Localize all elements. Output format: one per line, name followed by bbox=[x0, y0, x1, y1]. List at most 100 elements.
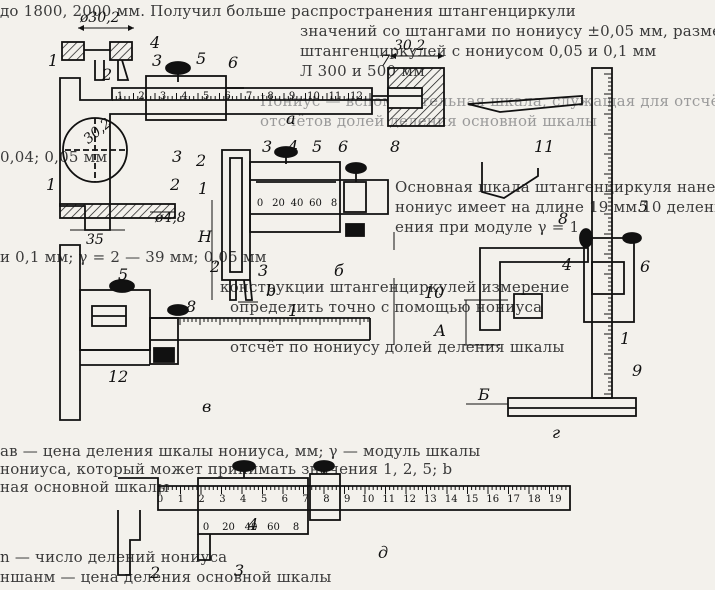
scale-number: 17 bbox=[507, 494, 520, 505]
slider-block bbox=[79, 289, 151, 351]
text-line: ав — цена деления шкалы нониуса, мм; γ —… bbox=[0, 442, 481, 460]
fine-adjust-block bbox=[309, 473, 341, 521]
scale-number: 19 bbox=[549, 494, 562, 505]
dim-label: 30,2 bbox=[394, 38, 425, 54]
text-line: ения при модуле γ = 1 bbox=[395, 218, 580, 236]
figure-v bbox=[59, 244, 371, 421]
part-number: 4 bbox=[247, 515, 258, 534]
part-number: 1 bbox=[48, 51, 58, 70]
dimension-letter: А bbox=[433, 321, 446, 340]
beam bbox=[118, 477, 571, 511]
part-number: 8 bbox=[558, 209, 568, 228]
scale-number: 10 bbox=[307, 91, 320, 102]
fine-adjust-block bbox=[343, 181, 367, 213]
dim-label: ø4,8 bbox=[154, 210, 186, 226]
scale-number: 20 bbox=[272, 198, 285, 209]
part-number: 1 bbox=[46, 175, 56, 194]
gauge-base bbox=[507, 397, 637, 417]
figure-letter: б bbox=[334, 261, 344, 280]
part-number: 3 bbox=[152, 51, 162, 70]
micro-feed-wheel bbox=[345, 223, 365, 237]
part-number: 12 bbox=[108, 367, 128, 386]
part-number: 2 bbox=[209, 257, 220, 276]
indicator-clamp bbox=[513, 293, 543, 319]
part-number: 4 bbox=[561, 255, 572, 274]
scale-number: 14 bbox=[445, 494, 458, 505]
scale-number: 12 bbox=[403, 494, 416, 505]
lock-screw-icon bbox=[313, 460, 335, 472]
hatched-block bbox=[109, 41, 133, 61]
lock-screw-icon bbox=[579, 228, 593, 248]
part-number: 5 bbox=[638, 197, 648, 216]
part-number: 1 bbox=[198, 179, 208, 198]
main-scale-v bbox=[179, 318, 369, 325]
scale-number: 16 bbox=[486, 494, 499, 505]
text-line: ная основной шкалы bbox=[0, 478, 170, 496]
vernier-scale-b: 0 20 40 60 8 bbox=[257, 198, 337, 209]
part-number: 1 bbox=[620, 329, 630, 348]
height-gauge-scale bbox=[604, 73, 612, 395]
lock-screw-icon bbox=[345, 162, 367, 174]
part-number: 8 bbox=[186, 297, 196, 316]
part-number: 1 bbox=[288, 301, 298, 320]
part-number: 9 bbox=[632, 361, 642, 380]
part-number: 3 bbox=[234, 561, 244, 580]
part-number: 3 bbox=[172, 147, 182, 166]
scale-number: 2 bbox=[138, 91, 144, 102]
hatched-plate bbox=[59, 203, 176, 219]
scale-number: 0 bbox=[203, 522, 209, 533]
lock-screw-icon bbox=[232, 460, 256, 472]
part-number: 5 bbox=[118, 265, 128, 284]
scale-number: 7 bbox=[302, 494, 308, 505]
part-number: 5 bbox=[312, 137, 322, 156]
lock-screw-icon bbox=[622, 232, 642, 244]
part-number: 2 bbox=[149, 563, 160, 582]
scale-number: 7 bbox=[246, 91, 252, 102]
scale-number: 5 bbox=[261, 494, 267, 505]
part-number: 2 bbox=[195, 151, 206, 170]
text-line: определить точно с помощью нониуса bbox=[230, 298, 543, 316]
part-number: 6 bbox=[640, 257, 650, 276]
figure-a bbox=[59, 25, 445, 231]
beam bbox=[250, 179, 389, 215]
main-scale-d bbox=[159, 486, 567, 494]
scale-number: 10 bbox=[362, 494, 375, 505]
scale-number: 9 bbox=[289, 91, 295, 102]
figure-letter: д bbox=[378, 543, 388, 562]
scale-number: 1 bbox=[117, 91, 123, 102]
scriber-tip bbox=[467, 95, 583, 113]
scale-number: 13 bbox=[424, 494, 437, 505]
figure-letter: а bbox=[286, 109, 296, 128]
part-number: 5 bbox=[196, 49, 206, 68]
scale-number: 60 bbox=[309, 198, 322, 209]
main-scale-top bbox=[111, 93, 371, 100]
upper-jaw bbox=[94, 60, 105, 81]
scale-number: 0 bbox=[157, 494, 163, 505]
scale-number: 3 bbox=[160, 91, 166, 102]
scale-number: 5 bbox=[203, 91, 209, 102]
scale-number: 12 bbox=[350, 91, 363, 102]
figure-letter: в bbox=[202, 397, 211, 416]
vernier-slider bbox=[249, 161, 341, 233]
scale-number: 0 bbox=[257, 198, 263, 209]
text-line: штангенциркулей с нониусом 0,05 и 0,1 мм bbox=[300, 42, 657, 60]
fine-adjust-block bbox=[149, 317, 179, 365]
part-number: 2 bbox=[101, 65, 112, 84]
part-number: 10 bbox=[424, 283, 444, 302]
scale-number: 15 bbox=[466, 494, 479, 505]
part-number: 11 bbox=[534, 137, 554, 156]
part-number: 3 bbox=[258, 261, 268, 280]
scale-number: 40 bbox=[291, 198, 304, 209]
scale-number: 20 bbox=[222, 522, 235, 533]
scale-number: 8 bbox=[331, 198, 337, 209]
figure-letter: г bbox=[552, 423, 560, 442]
figure-d bbox=[117, 460, 571, 576]
part-number: 2 bbox=[169, 175, 180, 194]
scale-number: 2 bbox=[198, 494, 204, 505]
scale-number: 11 bbox=[382, 494, 395, 505]
scale-number: 9 bbox=[344, 494, 350, 505]
part-number: 7 bbox=[380, 51, 391, 70]
